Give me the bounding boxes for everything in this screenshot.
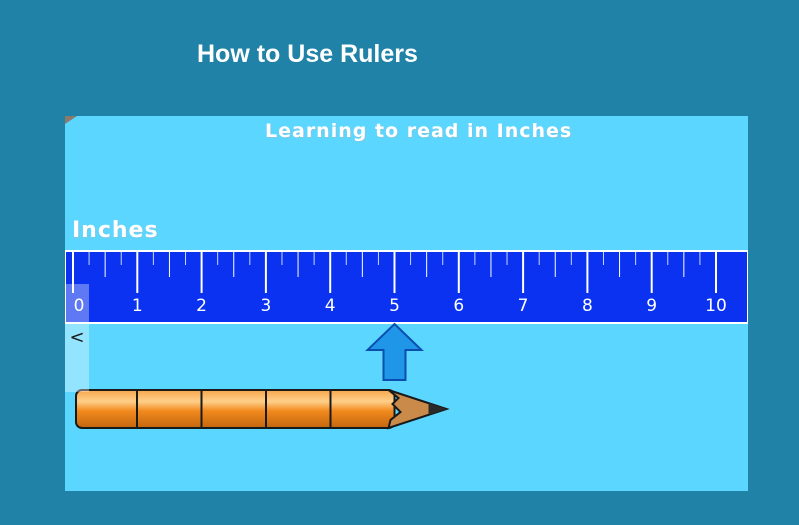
chevron-left-icon: <: [69, 327, 85, 348]
stage-corner-decoration: [65, 116, 77, 124]
ruler-tick-label: 4: [325, 296, 336, 316]
ruler-tick-label: 7: [518, 296, 529, 316]
ruler-tick-label: 2: [196, 296, 207, 316]
ruler-tick-label: 9: [646, 296, 657, 316]
ruler-tick-label: 5: [389, 296, 400, 316]
ruler-tick-label: 10: [705, 296, 727, 316]
ruler-tick-label: 0: [74, 296, 85, 316]
lesson-stage: Learning to read in Inches Inches 0 1 2 3 4 5…: [65, 116, 748, 491]
units-label: Inches: [72, 218, 159, 243]
ruler-tick-label: 1: [132, 296, 143, 316]
ruler-tick-label: 3: [260, 296, 271, 316]
ruler-scene: 0 1 2 3 4 5 6 7 8 9 10: [65, 250, 748, 430]
lesson-title: Learning to read in Inches: [265, 120, 573, 142]
ruler-tick-label: 6: [453, 296, 464, 316]
pencil-icon: [75, 389, 450, 430]
ruler-body: [65, 250, 748, 324]
up-arrow-shape: [365, 322, 424, 381]
pencil-lead: [428, 403, 447, 415]
ruler-tick-label: 8: [582, 296, 593, 316]
back-panel: [65, 284, 89, 392]
back-button[interactable]: <: [65, 324, 89, 352]
pencil-body: [75, 389, 396, 429]
ruler: 0 1 2 3 4 5 6 7 8 9 10: [65, 250, 748, 324]
up-arrow-icon: [365, 322, 424, 381]
page-title: How to Use Rulers: [197, 40, 418, 68]
